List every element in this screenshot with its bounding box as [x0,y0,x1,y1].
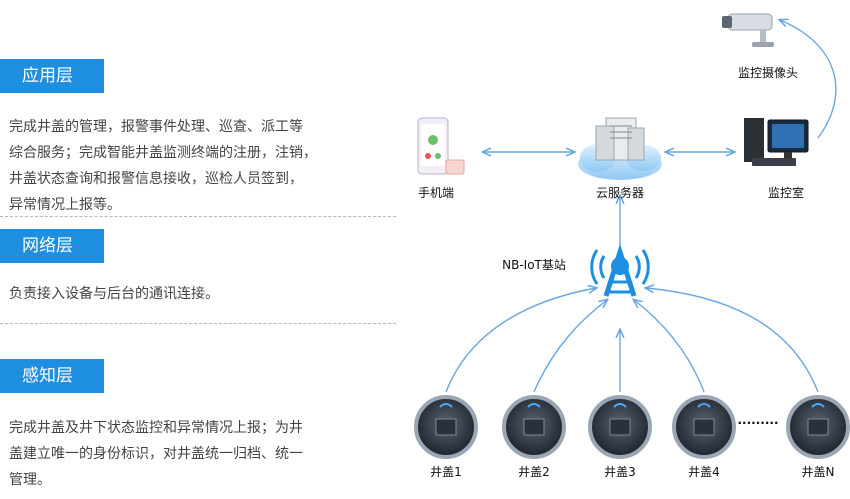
desc-line: 异常情况上报等。 [9,197,121,213]
manhole-cover-icon [672,395,736,459]
phone-label: 手机端 [417,186,455,200]
arrow-coverN-base [646,288,819,393]
arrow-cover1-base [445,288,596,393]
connector-arrows [445,20,837,393]
network-layer-tag: 网络层 [0,229,104,263]
phone-icon [417,117,465,175]
desc-line: 完成井盖及井下状态监控和异常情况上报；为井 [9,420,303,436]
cloud-server-icon [578,117,662,180]
desc-line: 盖建立唯一的身份标识，对井盖统一归档、统一 [9,446,303,462]
divider [0,323,396,324]
network-layer-desc: 负责接入设备与后台的通讯连接。 [9,281,219,307]
perception-layer-desc: 完成井盖及井下状态监控和异常情况上报；为井 盖建立唯一的身份标识，对井盖统一归档… [9,415,303,493]
computer-icon [744,118,809,166]
cloud-server-label: 云服务器 [595,186,645,200]
perception-layer-tag: 感知层 [0,359,104,393]
divider [0,216,396,217]
manhole-cover-icon [786,395,850,459]
arrow-cover2-base [533,300,607,393]
desc-line: 井盖状态查询和报警信息接收，巡检人员签到， [9,171,303,187]
application-layer-tag: 应用层 [0,59,104,93]
arrow-monitor-camera [780,20,837,139]
desc-line: 完成井盖的管理，报警事件处理、巡查、派工等 [9,119,303,135]
desc-line: 负责接入设备与后台的通讯连接。 [9,286,219,302]
desc-line: 综合服务；完成智能井盖监测终端的注册，注销， [9,145,317,161]
camera-icon [722,13,774,47]
desc-line: 管理。 [9,472,51,488]
manhole-cover-icon [502,395,566,459]
camera-label: 监控摄像头 [737,66,799,80]
cover-label-4: 井盖4 [688,465,720,479]
arrow-cover4-base [634,300,705,393]
cover-label-n: 井盖N [801,465,835,479]
monitor-room-label: 监控室 [767,186,805,200]
cover-label-1: 井盖1 [430,465,462,479]
cover-label-2: 井盖2 [518,465,550,479]
manhole-cover-icon [588,395,652,459]
cover-label-3: 井盖3 [604,465,636,479]
application-layer-desc: 完成井盖的管理，报警事件处理、巡查、派工等 综合服务；完成智能井盖监测终端的注册… [9,114,317,218]
ellipsis: ········· [737,416,779,430]
base-station-label: NB-IoT基站 [502,258,566,272]
base-station-icon [590,243,650,297]
manhole-cover-icon [414,395,478,459]
